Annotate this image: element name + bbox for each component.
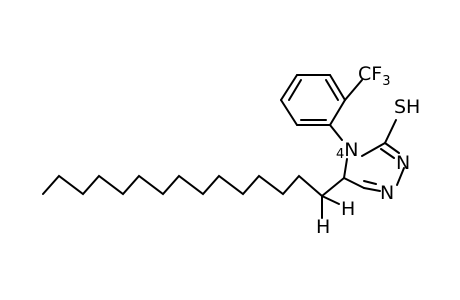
ring-double-bond	[325, 79, 339, 101]
ring-bond	[396, 167, 405, 186]
ring-double-bond	[288, 79, 302, 101]
h-right-label: H	[341, 198, 355, 220]
n1-label: N	[396, 152, 410, 174]
alkyl-chain	[42, 174, 323, 197]
triazole-ring	[343, 142, 405, 192]
cf3-label: CF3	[358, 63, 390, 89]
n4-locant: 4	[336, 147, 344, 162]
cf3-bond	[344, 79, 363, 101]
ring-bond	[329, 74, 346, 101]
ring-bond	[329, 99, 346, 126]
ring-double-bond	[363, 180, 377, 185]
h-down-label: H	[316, 216, 330, 238]
benzene-ring	[280, 74, 346, 126]
sh-label: SH	[394, 96, 420, 118]
ring-bond	[361, 142, 386, 157]
ring-bond	[363, 187, 381, 192]
ring-bond	[343, 177, 365, 189]
ring-bond	[280, 99, 298, 126]
cf3-subscript: 3	[382, 74, 390, 89]
aryl-n-bond	[329, 124, 343, 141]
ring-bond	[384, 142, 400, 154]
cf3-carbon: CF	[358, 63, 382, 85]
n4-label: 4N	[336, 139, 359, 162]
c-sh-bond	[384, 119, 397, 144]
n2-label: N	[380, 182, 394, 204]
ring-double-bond	[380, 148, 395, 159]
ch-bond-right	[321, 195, 340, 205]
ring-bond	[343, 158, 348, 179]
ring-bond	[280, 74, 298, 101]
n4-symbol: N	[344, 139, 358, 161]
c5-ch2-bond	[321, 177, 345, 197]
